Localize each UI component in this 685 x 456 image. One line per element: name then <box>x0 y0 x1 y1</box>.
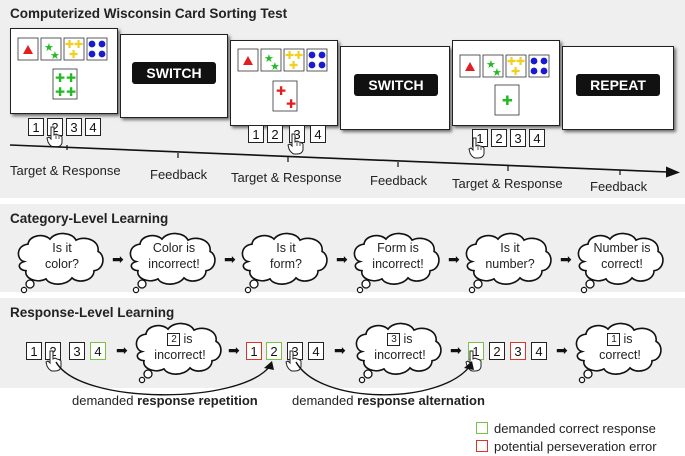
arrow-right-icon: ➡ <box>448 251 460 267</box>
svg-text:✚: ✚ <box>285 50 294 62</box>
svg-text:✚: ✚ <box>66 71 76 85</box>
response-key-1: 1 <box>26 342 42 360</box>
card-2-stimuli: ★ ★ ✚✚✚ ✚✚ <box>237 48 328 112</box>
timeline-label-feedback: Feedback <box>370 173 428 188</box>
arrow-right-icon: ➡ <box>336 251 348 267</box>
response-key-1: 1 <box>248 125 264 143</box>
arrow-right-icon: ➡ <box>228 342 240 358</box>
feedback-switch-1: SWITCH <box>132 62 216 84</box>
target-card-3: ★ ★ ✚✚✚ ✚ <box>452 40 560 126</box>
svg-text:★: ★ <box>270 61 280 73</box>
timeline-axis <box>9 144 680 178</box>
svg-text:✚: ✚ <box>516 56 525 68</box>
svg-text:✚: ✚ <box>289 60 298 72</box>
hand-pointer-icon <box>45 350 62 372</box>
arrow-right-icon: ➡ <box>560 251 572 267</box>
caption-response-repetition: demanded response repetition <box>72 393 258 408</box>
svg-text:✚: ✚ <box>74 39 83 51</box>
svg-text:✚: ✚ <box>65 39 74 51</box>
svg-text:✚: ✚ <box>502 93 513 108</box>
caption-response-alternation: demanded response alternation <box>292 393 485 408</box>
wcst-panel: Computerized Wisconsin Card Sorting Test… <box>0 0 685 198</box>
svg-text:★: ★ <box>50 50 60 62</box>
arrow-right-icon: ➡ <box>450 342 462 358</box>
mini-key: 1 <box>607 333 621 346</box>
svg-text:✚: ✚ <box>286 97 296 111</box>
response-key-4: 4 <box>529 129 545 147</box>
timeline-label-target-response: Target & Response <box>452 176 563 191</box>
response-key-2: 2 <box>489 342 505 360</box>
feedback-repeat: REPEAT <box>576 74 660 96</box>
svg-text:★: ★ <box>44 42 54 54</box>
target-card-1: ★ ★ ✚✚✚ ✚✚✚✚ <box>10 28 118 114</box>
arrow-right-icon: ➡ <box>116 342 128 358</box>
legend-swatch-green <box>476 422 488 434</box>
response-key-3-perseveration: 3 <box>510 342 526 360</box>
response-key-2-correct: 2 <box>266 342 282 360</box>
response-key-4: 4 <box>85 118 101 136</box>
mini-key: 2 <box>167 333 181 346</box>
card-3-stimuli: ★ ★ ✚✚✚ ✚ <box>459 54 550 116</box>
panel-title-category: Category-Level Learning <box>10 211 169 226</box>
legend-perseveration-error: potential perseveration error <box>476 439 657 454</box>
timeline-label-feedback: Feedback <box>150 167 208 182</box>
hand-pointer-icon <box>468 137 485 159</box>
hand-pointer-icon <box>287 133 304 155</box>
svg-text:★: ★ <box>264 53 274 65</box>
timeline-label-target-response: Target & Response <box>231 170 342 185</box>
response-key-1: 1 <box>28 118 44 136</box>
arrow-right-icon: ➡ <box>334 342 346 358</box>
card-1-stimuli: ★ ★ ✚✚✚ ✚✚✚✚ <box>17 37 108 100</box>
response-key-2: 2 <box>491 129 507 147</box>
svg-text:★: ★ <box>492 67 502 79</box>
arrow-right-icon: ➡ <box>556 342 568 358</box>
response-key-3: 3 <box>69 342 85 360</box>
response-key-2: 2 <box>267 125 283 143</box>
feedback-switch-2: SWITCH <box>354 74 438 96</box>
arrow-right-icon: ➡ <box>112 251 124 267</box>
timeline-label-feedback: Feedback <box>590 179 648 194</box>
svg-text:✚: ✚ <box>276 84 286 98</box>
svg-text:★: ★ <box>486 59 496 71</box>
response-key-3: 3 <box>510 129 526 147</box>
legend-correct-response: demanded correct response <box>476 421 656 436</box>
response-key-4: 4 <box>310 125 326 143</box>
svg-text:✚: ✚ <box>66 85 76 99</box>
legend-swatch-red <box>476 440 488 452</box>
svg-text:✚: ✚ <box>69 49 78 61</box>
hand-pointer-icon <box>285 350 302 372</box>
response-key-4: 4 <box>308 342 324 360</box>
response-key-3: 3 <box>66 118 82 136</box>
category-learning-panel: Category-Level Learning <box>0 204 685 292</box>
timeline-label-target-response: Target & Response <box>10 163 121 178</box>
response-key-1-perseveration: 1 <box>246 342 262 360</box>
response-key-4: 4 <box>531 342 547 360</box>
svg-text:✚: ✚ <box>507 56 516 68</box>
target-card-2: ★ ★ ✚✚✚ ✚✚ <box>230 40 338 126</box>
arrow-right-icon: ➡ <box>224 251 236 267</box>
mini-key: 3 <box>387 333 401 346</box>
svg-text:✚: ✚ <box>511 66 520 78</box>
svg-text:✚: ✚ <box>294 50 303 62</box>
response-key-4-correct: 4 <box>90 342 106 360</box>
svg-text:✚: ✚ <box>55 85 65 99</box>
panel-title-wcst: Computerized Wisconsin Card Sorting Test <box>10 6 288 21</box>
svg-text:✚: ✚ <box>55 71 65 85</box>
